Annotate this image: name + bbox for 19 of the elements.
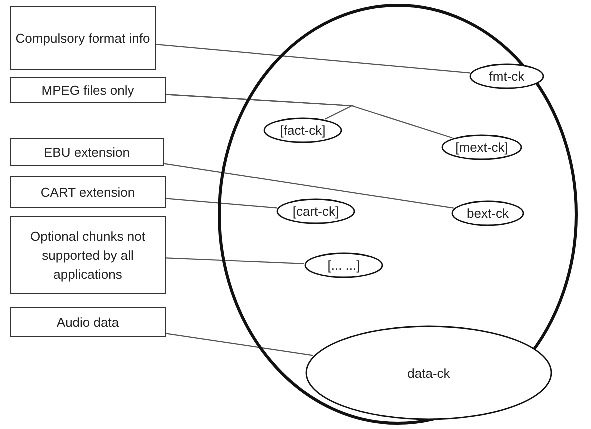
chunk-label: [fact-ck]	[280, 123, 326, 138]
label-box: Optional chunks not supported by all applications	[10, 216, 166, 294]
chunk-label: data-ck	[408, 366, 450, 380]
label-box: MPEG files only	[10, 77, 166, 103]
label-box: CART extension	[10, 176, 166, 208]
chunk-label: bext-ck	[467, 206, 509, 221]
label-box: Compulsory format info	[10, 6, 156, 70]
connector-line	[166, 198, 278, 209]
connector-line	[156, 44, 470, 74]
chunk-label: [cart-ck]	[292, 204, 340, 219]
label-box: Audio data	[10, 307, 166, 337]
connector-line	[166, 333, 314, 356]
label-box: EBU extension	[10, 138, 164, 166]
connector-line	[166, 258, 304, 264]
chunk-label: [... ...]	[328, 258, 360, 273]
connector-line	[166, 94, 453, 139]
chunk-label: [mext-ck]	[456, 140, 508, 155]
chunk-label: fmt-ck	[489, 69, 525, 84]
connector-line	[164, 163, 454, 209]
